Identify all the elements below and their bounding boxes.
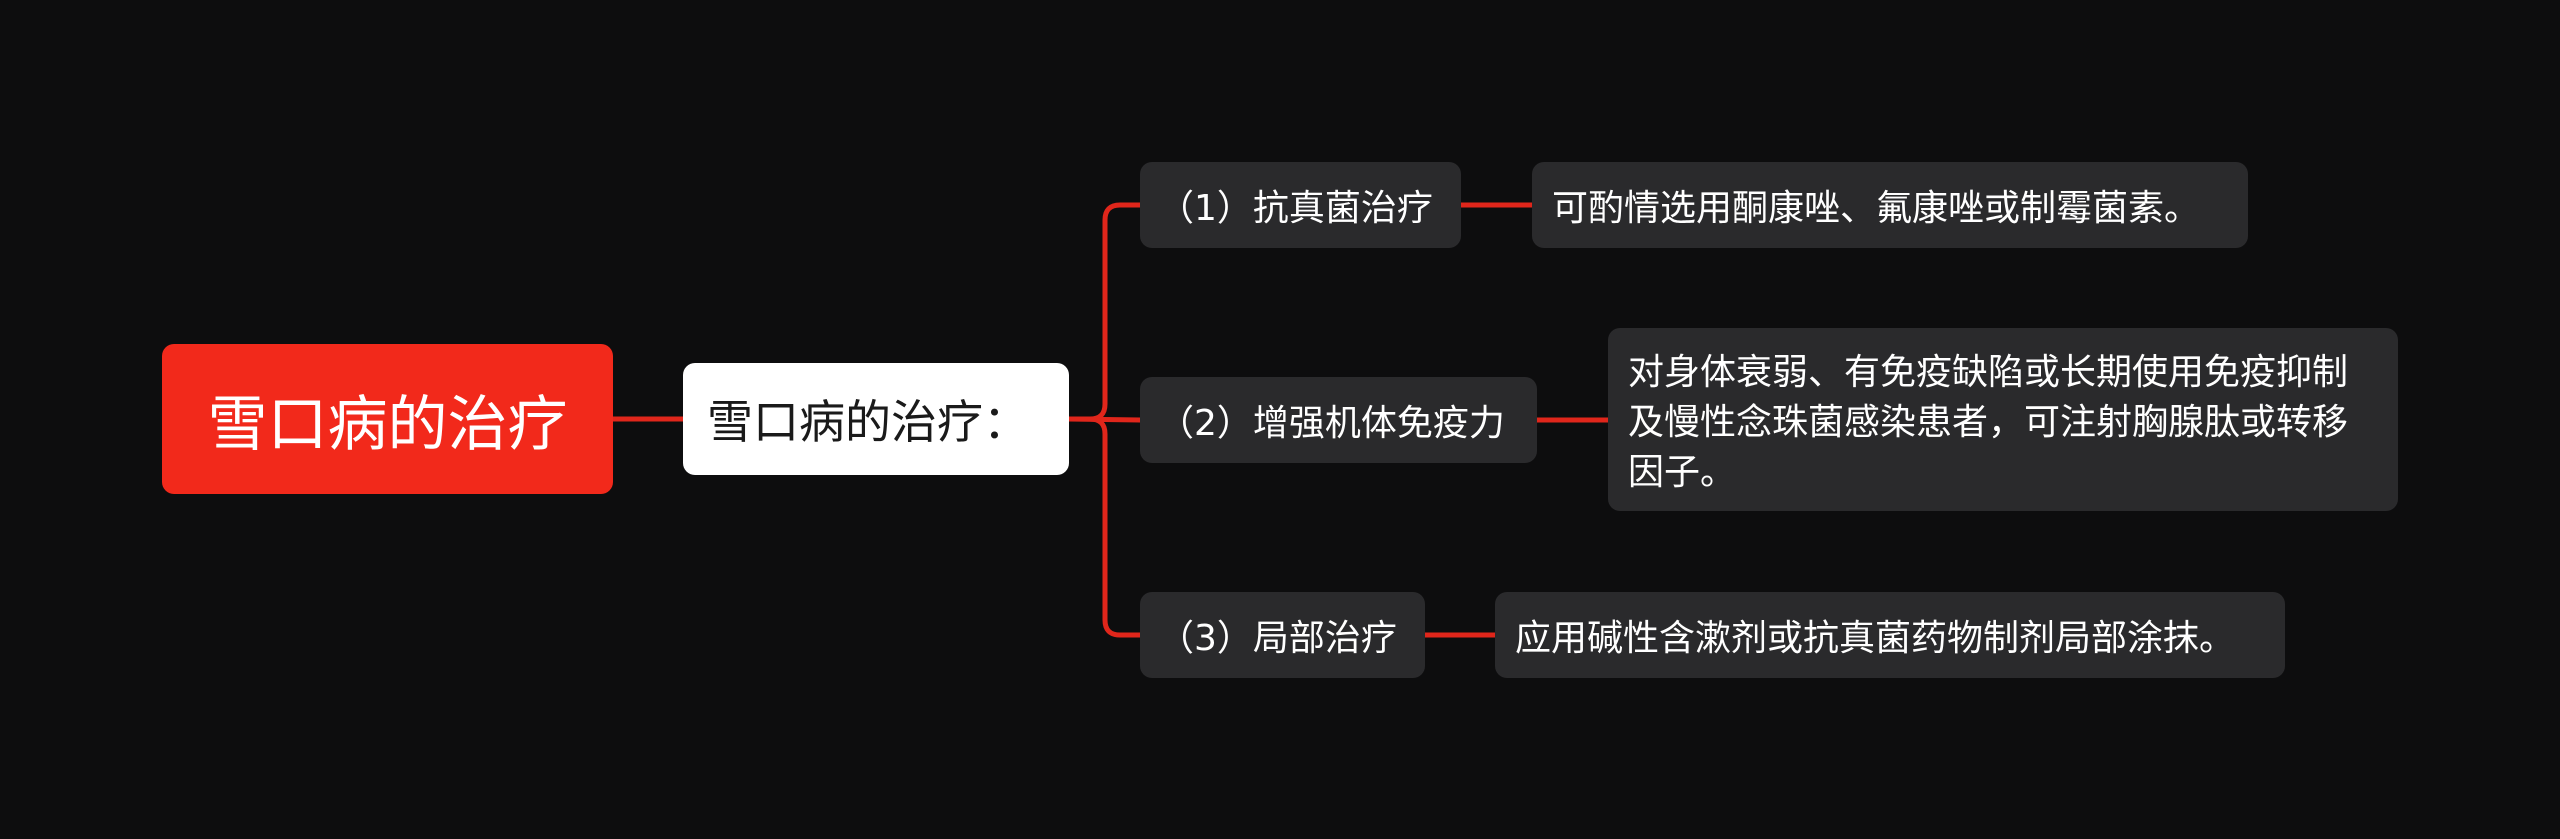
branch-label: （1）抗真菌治疗 bbox=[1158, 188, 1433, 229]
root-topic-label: 雪口病的治疗 bbox=[207, 389, 568, 460]
branch-label: （3）局部治疗 bbox=[1158, 618, 1397, 659]
connector-main-branch-1 bbox=[1066, 202, 1143, 422]
detail-line: 及慢性念珠菌感染患者，可注射胸腺肽或转移 bbox=[1628, 402, 2349, 443]
branch-antifungal[interactable]: （1）抗真菌治疗 bbox=[1140, 162, 1461, 248]
detail-text: 可酌情选用酮康唑、氟康唑或制霉菌素。 bbox=[1552, 188, 2201, 229]
branch-immunity[interactable]: （2）增强机体免疫力 bbox=[1140, 377, 1537, 463]
branch-local-treatment[interactable]: （3）局部治疗 bbox=[1140, 592, 1425, 678]
root-topic[interactable]: 雪口病的治疗 bbox=[162, 344, 613, 494]
connector-main-branch-2 bbox=[1066, 416, 1143, 423]
detail-text-block: 对身体衰弱、有免疫缺陷或长期使用免疫抑制 及慢性念珠菌感染患者，可注射胸腺肽或转… bbox=[1628, 348, 2348, 498]
detail-line: 因子。 bbox=[1628, 452, 1737, 493]
detail-text: 应用碱性含漱剂或抗真菌药物制剂局部涂抹。 bbox=[1515, 618, 2236, 659]
detail-line: 对身体衰弱、有免疫缺陷或长期使用免疫抑制 bbox=[1628, 352, 2349, 393]
main-topic[interactable]: 雪口病的治疗： bbox=[683, 363, 1069, 475]
detail-antifungal[interactable]: 可酌情选用酮康唑、氟康唑或制霉菌素。 bbox=[1532, 162, 2248, 248]
branch-label: （2）增强机体免疫力 bbox=[1158, 403, 1505, 444]
main-topic-label: 雪口病的治疗： bbox=[707, 395, 1029, 449]
connector-main-branch-3 bbox=[1087, 416, 1143, 638]
detail-local-treatment[interactable]: 应用碱性含漱剂或抗真菌药物制剂局部涂抹。 bbox=[1495, 592, 2285, 678]
detail-immunity[interactable]: 对身体衰弱、有免疫缺陷或长期使用免疫抑制 及慢性念珠菌感染患者，可注射胸腺肽或转… bbox=[1608, 328, 2398, 511]
